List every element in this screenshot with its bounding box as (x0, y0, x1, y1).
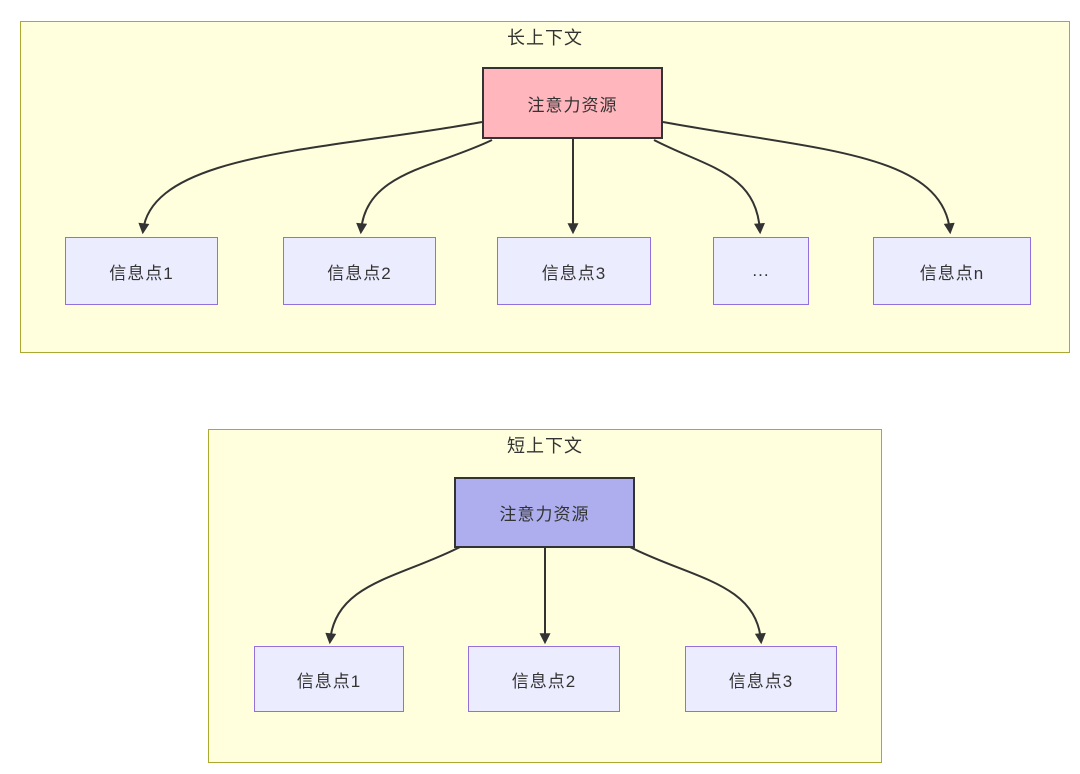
info-node-long-1: 信息点1 (65, 237, 218, 305)
attention-resource-node-long: 注意力资源 (482, 67, 663, 139)
info-node-long-3: 信息点3 (497, 237, 651, 305)
info-node-short-2: 信息点2 (468, 646, 620, 712)
info-node-short-3: 信息点3 (685, 646, 837, 712)
long-context-title: 长上下文 (507, 28, 583, 48)
info-node-long-ellipsis: ... (713, 237, 809, 305)
short-context-title: 短上下文 (507, 436, 583, 456)
info-node-long-n: 信息点n (873, 237, 1031, 305)
attention-resource-node-short: 注意力资源 (454, 477, 635, 548)
info-node-long-2: 信息点2 (283, 237, 436, 305)
info-node-short-1: 信息点1 (254, 646, 404, 712)
